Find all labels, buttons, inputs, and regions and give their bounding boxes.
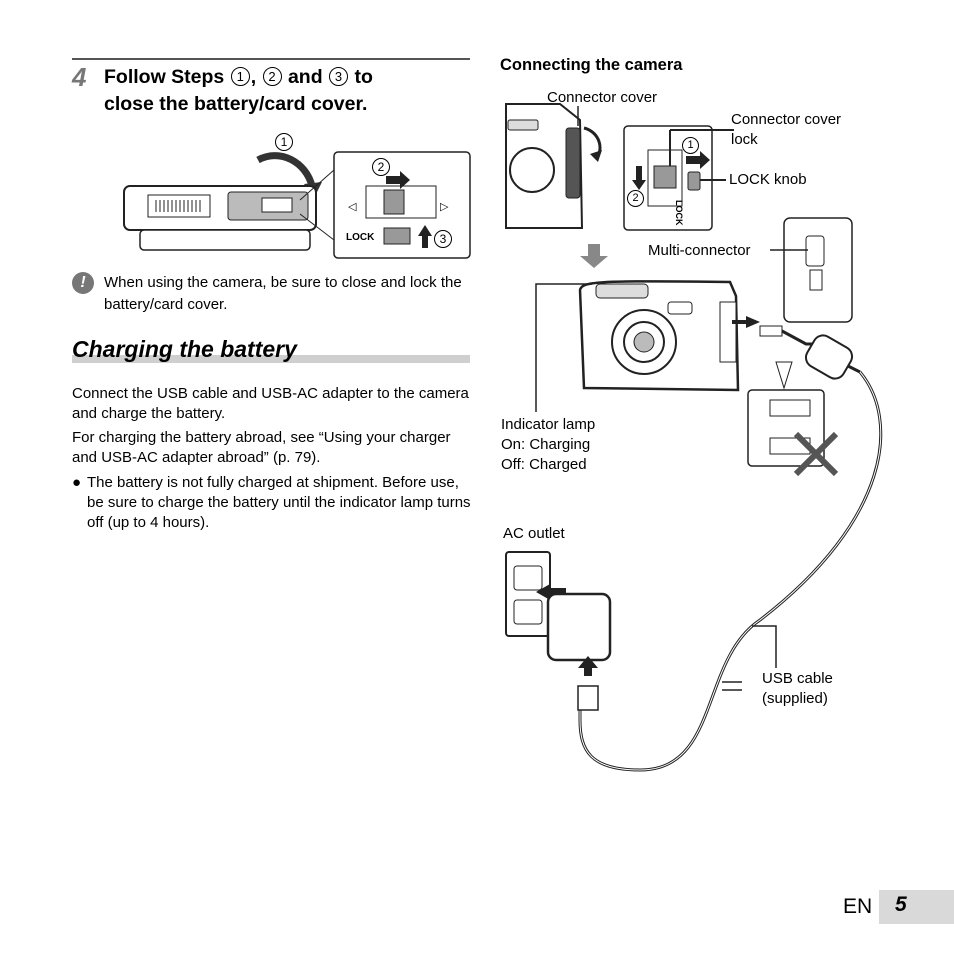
label-indicator-lamp: Indicator lamp — [501, 416, 596, 433]
label-multi-connector: Multi-connector — [648, 242, 751, 259]
paragraph-1: Connect the USB cable and USB-AC adapter… — [72, 385, 469, 422]
connect-callout-1: 1 — [682, 137, 699, 154]
multi-connector-inset — [783, 217, 853, 323]
bullet-dot: ● — [72, 474, 82, 491]
label-off-charged: Off: Charged — [501, 456, 587, 473]
connecting-heading: Connecting the camera — [500, 56, 683, 74]
connector-lock-inset — [623, 125, 713, 231]
connect-callout-2: 2 — [627, 190, 644, 207]
svg-text:◁: ◁ — [348, 200, 357, 213]
label-ac-outlet: AC outlet — [503, 525, 565, 542]
caution-icon: ! — [72, 272, 94, 294]
paragraph-2: For charging the battery abroad, see “Us… — [72, 429, 451, 466]
step-title: Follow Steps 1, 2 and 3 to close the bat… — [104, 66, 373, 115]
camera-front-view — [578, 280, 740, 392]
figure1-callout-3: 3 — [434, 230, 452, 248]
section-title: Charging the battery — [72, 336, 297, 362]
wrong-orientation-icon — [793, 431, 839, 477]
usb-plug-arrow-icon — [578, 656, 598, 676]
label-lock-knob: LOCK knob — [729, 171, 807, 188]
figure1-callout-2: 2 — [372, 158, 390, 176]
circled-step-2: 2 — [262, 67, 282, 86]
step-title-line2: close the battery/card cover. — [104, 93, 368, 115]
plug-orientation-inset — [747, 389, 825, 467]
figure1-callout-1: 1 — [275, 133, 293, 151]
step-and-word: and — [287, 66, 323, 88]
svg-text:▷: ▷ — [440, 200, 449, 213]
step-number: 4 — [72, 62, 87, 92]
usb-ac-adapter — [546, 592, 612, 662]
label-on-charging: On: Charging — [501, 436, 591, 453]
circled-step-3: 3 — [329, 67, 349, 86]
usb-cable — [578, 371, 883, 772]
top-rule — [72, 58, 470, 60]
close-arrow-icon — [256, 152, 316, 188]
circled-step-1: 1 — [230, 67, 250, 86]
ac-outlet — [505, 551, 551, 637]
caution-text: When using the camera, be sure to close … — [104, 274, 462, 313]
language-code: EN — [843, 895, 873, 918]
insert-arrow-icon — [732, 316, 760, 328]
connect-lock-label: LOCK — [674, 200, 684, 226]
label-usb-cable-line1: USB cable — [762, 670, 833, 687]
camera-bottom — [123, 185, 317, 231]
plug-in-arrow-icon — [536, 584, 566, 600]
page-number-box — [879, 890, 954, 924]
bullet-text: The battery is not fully charged at ship… — [87, 474, 471, 531]
page-number: 5 — [895, 893, 907, 916]
label-usb-cable-line2: (supplied) — [762, 690, 828, 707]
label-connector-cover: Connector cover — [547, 89, 658, 106]
label-connector-cover-lock-line2: lock — [731, 131, 758, 148]
step-title-suffix: to — [354, 66, 373, 88]
camera-side-view — [505, 103, 602, 229]
figure1-lock-label: LOCK — [346, 232, 375, 243]
down-arrow-icon — [580, 244, 608, 268]
label-connector-cover-lock-line1: Connector cover — [731, 111, 842, 128]
step-title-prefix: Follow Steps — [104, 66, 225, 88]
